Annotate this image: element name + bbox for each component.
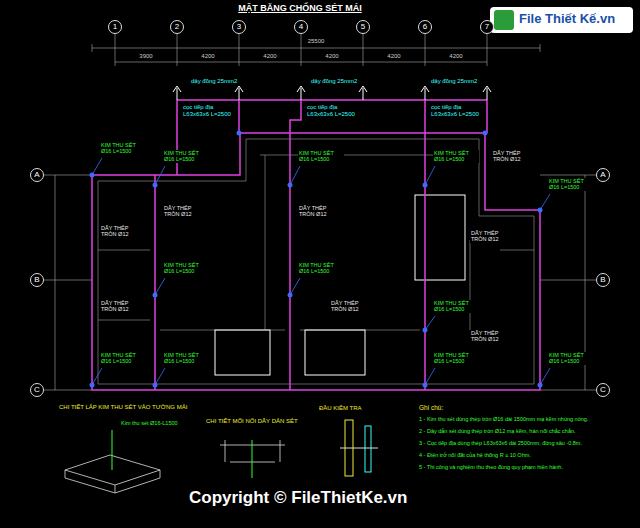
electrode-label: cọc tiếp địa L63x63x6 L=2500	[182, 104, 234, 118]
detail-note: Kim thu sét Ø16-L1500	[120, 420, 179, 426]
air-terminal-label: KIM THU SÉT Ø16 L=1500	[548, 352, 594, 365]
grid-label: 1	[113, 23, 117, 31]
grid-bubble: 4	[294, 20, 308, 34]
air-terminal-label: KIM THU SÉT Ø16 L=1500	[163, 150, 209, 163]
air-terminal-label: KIM THU SÉT Ø16 L=1500	[298, 262, 344, 275]
detail-title: CHI TIẾT MỐI NỐI DÂY DẪN SÉT	[205, 418, 299, 425]
air-terminal-label: KIM THU SÉT Ø16 L=1500	[433, 150, 479, 163]
grid-label: B	[34, 276, 39, 284]
grid-label: A	[600, 171, 605, 179]
dimension-text: 3900	[138, 53, 153, 60]
dimension-text: 4200	[386, 53, 401, 60]
note-line: 2 - Dây dẫn sét dùng thép tròn Ø12 mạ kẽ…	[418, 428, 635, 434]
detail-title: ĐẦU KIỂM TRA	[318, 405, 363, 412]
conductor-label: DÂY THÉP TRÒN Ø12	[100, 300, 146, 313]
dimension-text: 4200	[200, 53, 215, 60]
grid-bubble: A	[30, 168, 44, 182]
note-line: 5 - Thi công và nghiệm thu theo đúng quy…	[418, 464, 635, 470]
conductor-label: DÂY THÉP TRÒN Ø12	[492, 150, 538, 163]
notes-heading: Ghi chú:	[418, 404, 444, 411]
wire-label: dây đồng 25mm2	[430, 78, 478, 85]
grid-label: 4	[299, 23, 303, 31]
conductor-label: DÂY THÉP TRÒN Ø12	[163, 205, 209, 218]
conductor-label: DÂY THÉP TRÒN Ø12	[298, 205, 344, 218]
air-terminal-label: KIM THU SÉT Ø16 L=1500	[433, 352, 479, 365]
conductor-label: DÂY THÉP TRÒN Ø12	[470, 230, 516, 243]
watermark: Copyright © FileThietKe.vn	[188, 488, 408, 508]
grid-bubble: 6	[418, 20, 432, 34]
grid-label: 5	[361, 23, 365, 31]
grid-bubble: 2	[170, 20, 184, 34]
electrode-label: cọc tiếp địa L63x63x6 L=2500	[306, 104, 358, 118]
air-terminal-label: KIM THU SÉT Ø16 L=1500	[163, 352, 209, 365]
grid-label: 3	[237, 23, 241, 31]
air-terminal-label: KIM THU SÉT Ø16 L=1500	[100, 352, 146, 365]
grid-bubble: C	[596, 383, 610, 397]
note-line: 3 - Cọc tiếp địa dùng thép L63x63x6 dài …	[418, 440, 635, 446]
grid-label: C	[600, 386, 606, 394]
grid-bubble: B	[596, 273, 610, 287]
dimension-text: 4200	[262, 53, 277, 60]
conductor-label: DÂY THÉP TRÒN Ø12	[470, 330, 516, 343]
air-terminal-label: KIM THU SÉT Ø16 L=1500	[433, 300, 479, 313]
grid-label: 7	[485, 23, 489, 31]
conductor-label: DÂY THÉP TRÒN Ø12	[330, 300, 376, 313]
note-line: 1 - Kim thu sét dùng thép tròn Ø16 dài 1…	[418, 416, 635, 422]
grid-label: 2	[175, 23, 179, 31]
drawing-title: MẶT BẰNG CHỐNG SÉT MÁI	[238, 3, 362, 13]
grid-bubble: 7	[480, 20, 494, 34]
note-line: 4 - Điện trở nối đất của hệ thống R ≤ 10…	[418, 452, 635, 458]
grid-bubble: C	[30, 383, 44, 397]
grid-bubble: 5	[356, 20, 370, 34]
grid-bubble: 1	[108, 20, 122, 34]
logo-text: File Thiết Kế.vn	[518, 12, 616, 27]
air-terminal-label: KIM THU SÉT Ø16 L=1500	[548, 178, 594, 191]
grid-bubble: B	[30, 273, 44, 287]
air-terminal-label: KIM THU SÉT Ø16 L=1500	[298, 150, 344, 163]
electrode-label: cọc tiếp địa L63x63x6 L=2500	[430, 104, 482, 118]
conductor-label: DÂY THÉP TRÒN Ø12	[100, 225, 146, 238]
air-terminal-label: KIM THU SÉT Ø16 L=1500	[100, 142, 146, 155]
grid-bubble: A	[596, 168, 610, 182]
wire-label: dây đồng 25mm2	[310, 78, 358, 85]
grid-bubble: 3	[232, 20, 246, 34]
dimension-text: 4200	[448, 53, 463, 60]
dimension-text: 4200	[324, 53, 339, 60]
grid-label: A	[34, 171, 39, 179]
wire-label: dây đồng 25mm2	[190, 78, 238, 85]
grid-label: B	[600, 276, 605, 284]
grid-label: 6	[423, 23, 427, 31]
detail-title: CHI TIẾT LẮP KIM THU SÉT VÀO TƯỜNG MÁI	[58, 404, 188, 411]
air-terminal-label: KIM THU SÉT Ø16 L=1500	[163, 262, 209, 275]
dimension-text: 25500	[307, 38, 326, 45]
grid-label: C	[34, 386, 40, 394]
